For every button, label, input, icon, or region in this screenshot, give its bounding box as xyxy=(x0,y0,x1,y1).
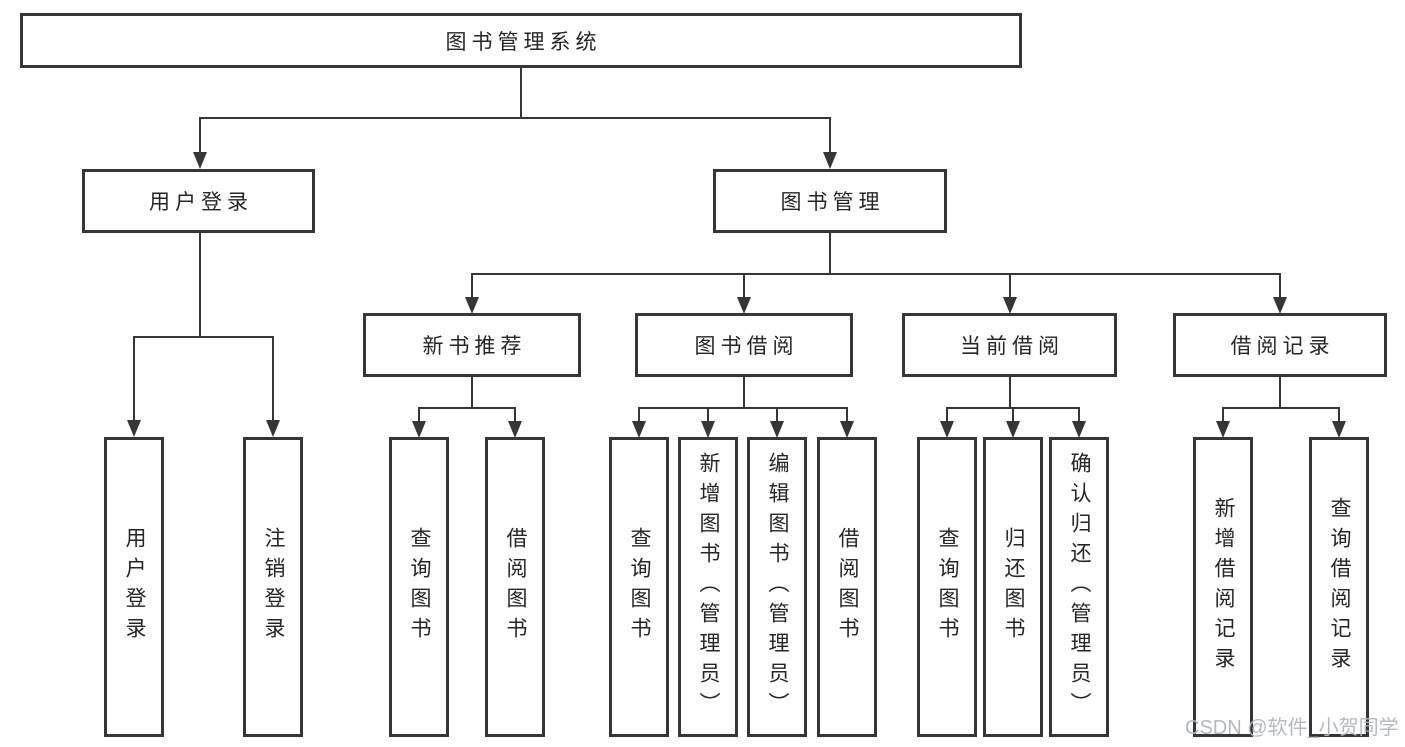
connector-to-leaf-user-login xyxy=(133,336,135,422)
connector-to-cb-confirm xyxy=(1078,407,1080,423)
node-label: 注销登录 xyxy=(262,527,285,647)
node-label: 查询图书 xyxy=(628,527,651,647)
node-label: 新书推荐 xyxy=(422,335,527,358)
connector-to-cb-return xyxy=(1012,407,1014,423)
node-borrow-records: 借阅记录 xyxy=(1173,313,1387,377)
connector-book-borrow-split xyxy=(638,407,848,409)
csdn-watermark: CSDN @软件_小贺同学 xyxy=(1185,717,1399,739)
leaf-current-confirm-return-admin: 确认归还（管理员） xyxy=(1049,437,1109,737)
node-current-borrow: 当前借阅 xyxy=(902,313,1117,377)
node-label: 查询图书 xyxy=(936,527,959,647)
leaf-borrow-query-books: 查询图书 xyxy=(609,437,669,737)
node-label: 当前借阅 xyxy=(960,335,1064,358)
leaf-recommend-borrow-books: 借阅图书 xyxy=(485,437,545,737)
connector-to-user-login xyxy=(199,117,201,154)
leaf-records-add-borrow-record: 新增借阅记录 xyxy=(1193,437,1253,737)
connector-root-split xyxy=(199,117,831,119)
node-label: 借阅记录 xyxy=(1230,335,1335,358)
arrowhead-br-query xyxy=(1332,421,1346,438)
leaf-borrow-add-books-admin: 新增图书（管理员） xyxy=(678,437,738,737)
node-label: 新增图书（管理员） xyxy=(697,452,720,722)
connector-to-book-borrow xyxy=(743,273,745,299)
node-label: 确认归还（管理员） xyxy=(1068,452,1091,722)
node-label: 借阅图书 xyxy=(836,527,859,647)
node-label: 图书借阅 xyxy=(694,335,799,358)
node-label: 归还图书 xyxy=(1002,527,1025,647)
leaf-user-login: 用户登录 xyxy=(104,437,164,737)
node-new-book-recommend: 新书推荐 xyxy=(363,313,581,377)
leaf-borrow-edit-books-admin: 编辑图书（管理员） xyxy=(747,437,807,737)
connector-to-bb-query xyxy=(638,407,640,423)
connector-recommend-stub xyxy=(471,377,473,408)
node-user-login: 用户登录 xyxy=(82,169,315,233)
arrowhead-leaf-user-login xyxy=(127,420,141,437)
arrowhead-leaf-logout xyxy=(266,420,280,437)
connector-book-borrow-stub xyxy=(743,377,745,408)
connector-book-management-split xyxy=(471,273,1281,275)
arrowhead-rec-borrow xyxy=(508,421,522,438)
node-label: 用户登录 xyxy=(149,191,253,214)
connector-to-cb-query xyxy=(946,407,948,423)
arrowhead-book-management xyxy=(823,152,837,169)
leaf-records-query-borrow-record: 查询借阅记录 xyxy=(1309,437,1369,737)
connector-to-br-query xyxy=(1338,407,1340,423)
connector-to-bb-borrow xyxy=(846,407,848,423)
connector-current-borrow-stub xyxy=(1009,377,1011,408)
connector-to-rec-borrow xyxy=(514,407,516,423)
connector-to-rec-query xyxy=(418,407,420,423)
connector-user-login-split xyxy=(133,336,274,338)
arrowhead-br-add xyxy=(1216,421,1230,438)
arrowhead-cb-query xyxy=(940,421,954,438)
connector-to-borrow-records xyxy=(1279,273,1281,299)
arrowhead-bb-query xyxy=(632,421,646,438)
connector-to-bb-edit xyxy=(776,407,778,423)
leaf-logout: 注销登录 xyxy=(243,437,303,737)
arrowhead-bb-add xyxy=(701,421,715,438)
connector-to-book-management xyxy=(829,117,831,154)
connector-to-br-add xyxy=(1222,407,1224,423)
leaf-current-query-books: 查询图书 xyxy=(917,437,977,737)
node-label: 编辑图书（管理员） xyxy=(766,452,789,722)
node-label: 图书管理系统 xyxy=(445,30,602,54)
arrowhead-bb-borrow xyxy=(840,421,854,438)
connector-recommend-split xyxy=(418,407,516,409)
arrowhead-cb-confirm xyxy=(1072,421,1086,438)
connector-to-leaf-logout xyxy=(272,336,274,422)
connector-to-current-borrow xyxy=(1009,273,1011,299)
node-label: 查询图书 xyxy=(408,527,431,647)
arrowhead-borrow-records xyxy=(1273,297,1287,314)
leaf-recommend-query-books: 查询图书 xyxy=(389,437,449,737)
leaf-current-return-books: 归还图书 xyxy=(983,437,1043,737)
connector-book-management-stub xyxy=(829,233,831,275)
connector-root-stub xyxy=(520,68,522,118)
node-label: 用户登录 xyxy=(123,527,146,647)
connector-to-bb-add xyxy=(707,407,709,423)
connector-to-new-book-recommend xyxy=(471,273,473,299)
node-label: 图书管理 xyxy=(780,191,885,214)
node-root-library-management-system: 图书管理系统 xyxy=(20,13,1022,68)
arrowhead-book-borrow xyxy=(737,297,751,314)
arrowhead-current-borrow xyxy=(1003,297,1017,314)
node-label: 查询借阅记录 xyxy=(1328,497,1351,677)
node-label: 借阅图书 xyxy=(504,527,527,647)
arrowhead-bb-edit xyxy=(770,421,784,438)
node-label: 新增借阅记录 xyxy=(1212,497,1235,677)
leaf-borrow-borrow-books: 借阅图书 xyxy=(817,437,877,737)
connector-records-split xyxy=(1222,407,1340,409)
arrowhead-new-book-recommend xyxy=(465,297,479,314)
connector-records-stub xyxy=(1279,377,1281,408)
node-book-management: 图书管理 xyxy=(713,169,947,233)
arrowhead-cb-return xyxy=(1006,421,1020,438)
arrowhead-user-login xyxy=(193,152,207,169)
arrowhead-rec-query xyxy=(412,421,426,438)
node-book-borrow: 图书借阅 xyxy=(635,313,853,377)
connector-user-login-stub xyxy=(199,233,201,338)
